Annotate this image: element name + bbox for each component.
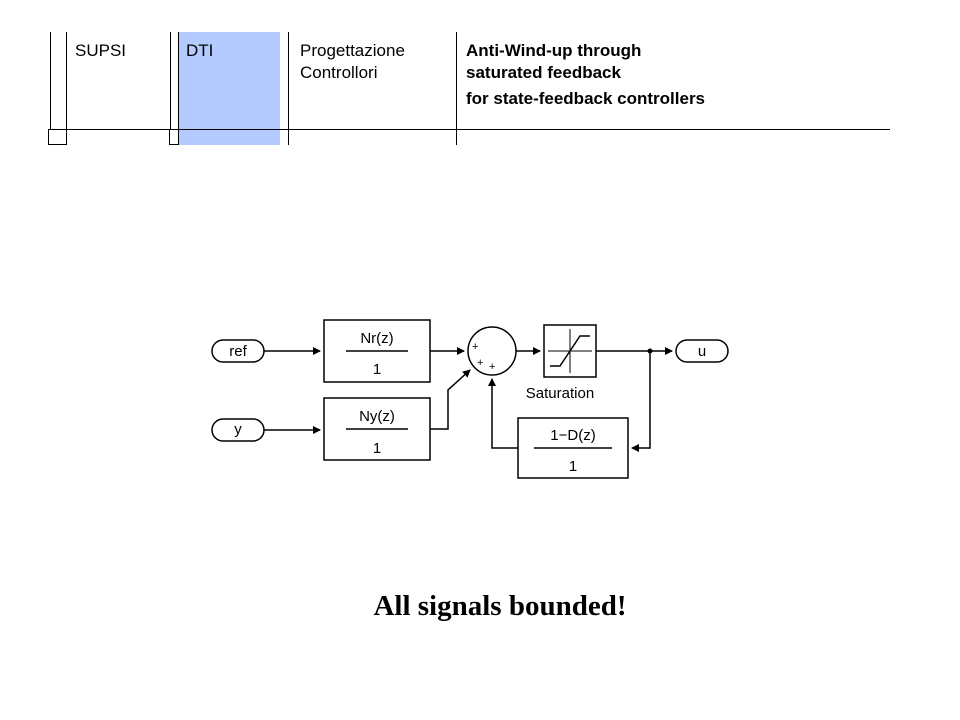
block-nr-num: Nr(z) — [360, 330, 393, 347]
sum-sign-1: + — [472, 341, 478, 353]
caption: All signals bounded! — [373, 590, 627, 622]
block-nr-den: 1 — [373, 361, 381, 378]
inport-ref-label: ref — [229, 343, 247, 360]
header-supsi: SUPSI — [75, 41, 127, 60]
slide-title-line3: for state-feedback controllers — [466, 89, 706, 108]
sum-sign-3: + — [489, 361, 495, 373]
header-course-line1: Progettazione — [300, 41, 405, 60]
header-divider — [456, 32, 457, 145]
block-ny-num: Ny(z) — [359, 408, 395, 425]
inport-y-label: y — [234, 421, 242, 438]
block-diagram: ref y u Nr(z) 1 Ny(z) 1 1−D(z) 1 Saturat… — [211, 319, 729, 479]
block-feedback-den: 1 — [569, 458, 577, 475]
dti-highlight — [178, 32, 280, 145]
slide-title-line1: Anti-Wind-up through — [466, 41, 642, 60]
outport-u — [675, 339, 729, 363]
block-feedback-num: 1−D(z) — [550, 427, 595, 444]
sum-sign-2: + — [477, 357, 483, 369]
header-divider — [178, 32, 179, 145]
wire-fb-sum — [488, 378, 518, 449]
header-divider — [50, 32, 51, 145]
slide-title-line2: saturated feedback — [466, 63, 621, 82]
header-corner-box — [169, 129, 179, 145]
header-course-line2: Controllori — [300, 63, 378, 82]
header-divider — [170, 32, 171, 145]
saturation-label: Saturation — [526, 385, 594, 402]
outport-u-label: u — [698, 343, 706, 360]
header-dti: DTI — [186, 41, 214, 60]
wire-fb-branch — [631, 351, 651, 452]
header-rule — [48, 129, 890, 130]
header-divider — [288, 32, 289, 145]
wire-ny-sum — [430, 369, 471, 430]
block-ny-den: 1 — [373, 440, 381, 457]
header-corner-box — [48, 129, 67, 145]
header-divider — [66, 32, 67, 145]
